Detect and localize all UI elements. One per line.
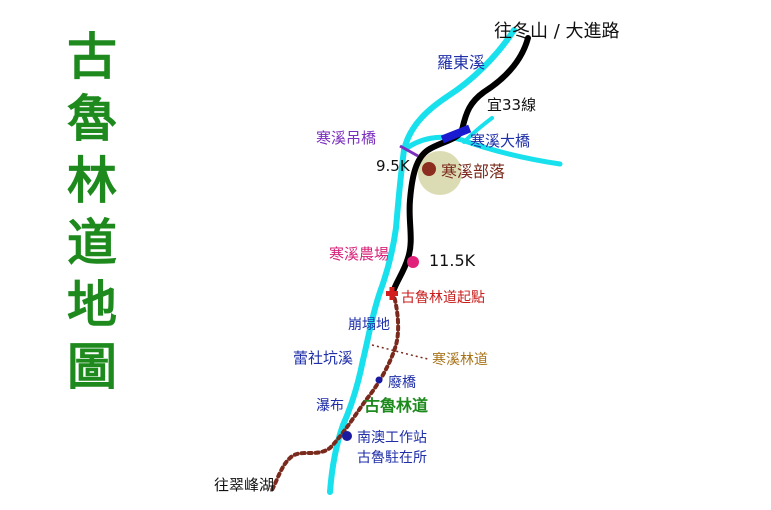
- title-char: 古: [67, 28, 117, 86]
- label-hanxi-tribe: 寒溪部落: [441, 162, 506, 181]
- label-hanxi-forest-road: 寒溪林道: [432, 352, 488, 368]
- label-gulu-station: 古魯駐在所: [357, 450, 427, 466]
- map-title: 古 魯 林 道 地 圖: [62, 26, 122, 398]
- label-waterfall: 瀑布: [316, 398, 344, 414]
- label-to-cuifeng: 往翠峰湖: [214, 476, 275, 494]
- bridge-dot-icon: [375, 376, 383, 384]
- hanxi-bridge-marker: [440, 124, 472, 144]
- title-char: 魯: [67, 90, 117, 148]
- yi33-road: [390, 35, 531, 295]
- label-hanxi-suspension-bridge: 寒溪吊橋: [316, 129, 377, 147]
- title-char: 林: [67, 152, 117, 210]
- title-char: 地: [67, 276, 117, 334]
- title-char: 道: [67, 214, 117, 272]
- label-landslide: 崩塌地: [348, 317, 390, 333]
- farm-dot-icon: [407, 256, 419, 268]
- label-km-9-5: 9.5K: [376, 157, 410, 175]
- label-hanxi-bridge: 寒溪大橋: [470, 132, 531, 150]
- creek-branch-north: [462, 116, 494, 144]
- label-nanao-station: 南澳工作站: [357, 430, 427, 446]
- label-km-11-5: 11.5K: [429, 251, 476, 270]
- label-gulu-forest-road: 古魯林道: [364, 396, 429, 415]
- label-leishe-creek: 蕾社坑溪: [293, 349, 354, 367]
- luodong-river: [327, 27, 517, 495]
- trailhead-marker-icon: [386, 287, 398, 300]
- label-yi33: 宜33線: [487, 96, 537, 114]
- hanxi-suspension-bridge-marker: [399, 144, 419, 158]
- gulu-trail: [270, 290, 401, 492]
- label-to-dongshan: 往冬山 / 大進路: [494, 21, 620, 42]
- label-hanxi-farm: 寒溪農場: [329, 245, 390, 263]
- village-dot-icon: [422, 162, 436, 176]
- hanxi-forest-road-pointer: [371, 344, 429, 360]
- station-dot-icon: [342, 431, 352, 441]
- label-luodong-creek: 羅東溪: [437, 53, 486, 72]
- title-char: 圖: [67, 338, 117, 396]
- label-abandoned-bridge: 廢橋: [388, 375, 416, 391]
- label-trailhead: 古魯林道起點: [401, 290, 485, 306]
